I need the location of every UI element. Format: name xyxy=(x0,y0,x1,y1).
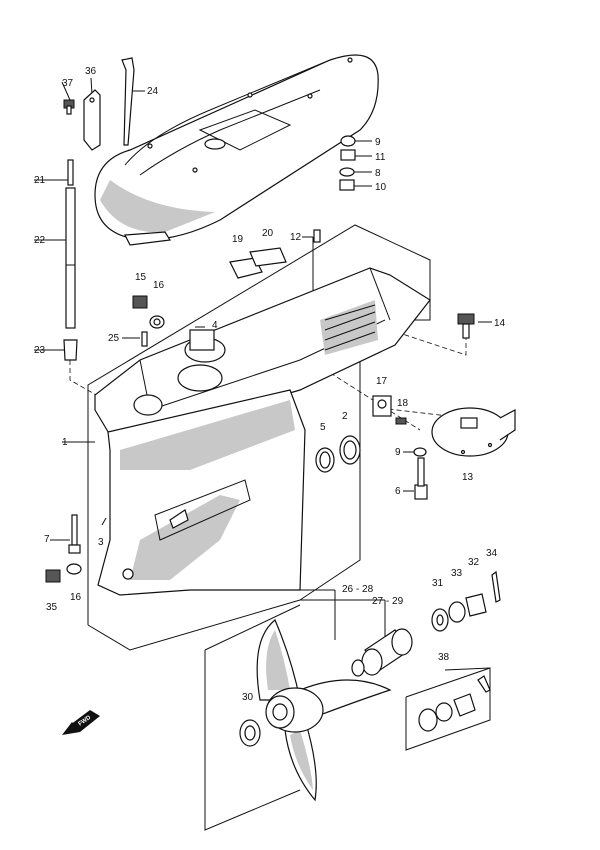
callout-26-28: 26 - 28 xyxy=(342,584,374,595)
fwd-arrow-icon: FWD xyxy=(62,710,100,735)
callout-6: 6 xyxy=(395,486,401,497)
part-8-washer xyxy=(339,167,355,177)
part-27-29-bushing xyxy=(351,628,413,677)
part-30-thrust-washer xyxy=(239,719,261,747)
callout-34: 34 xyxy=(486,548,498,559)
callout-16-top: 16 xyxy=(153,280,165,291)
part-9-washer-b xyxy=(413,447,427,457)
part-12-bolt xyxy=(313,229,321,243)
callout-17: 17 xyxy=(376,376,388,387)
part-37-screw xyxy=(63,99,75,115)
callout-11: 11 xyxy=(375,152,386,163)
callout-15: 15 xyxy=(135,272,147,283)
callout-1: 1 xyxy=(62,437,68,448)
part-34-pin xyxy=(491,570,501,603)
part-16-gasket-a xyxy=(149,315,165,329)
part-16-gasket-b xyxy=(66,563,82,575)
callout-12: 12 xyxy=(290,232,302,243)
callout-14: 14 xyxy=(494,318,506,329)
part-11-nut xyxy=(340,149,356,161)
callout-23: 23 xyxy=(34,345,46,356)
gear-case-upper xyxy=(94,267,431,436)
callout-13: 13 xyxy=(462,472,474,483)
callout-36: 36 xyxy=(85,66,97,77)
callout-24: 24 xyxy=(147,86,159,97)
callout-3: 3 xyxy=(98,537,104,548)
callout-22: 22 xyxy=(34,235,46,246)
part-2-seal xyxy=(339,435,361,465)
part-5-seal xyxy=(315,447,335,473)
part-3-pin xyxy=(101,517,107,526)
part-17-anode xyxy=(372,395,392,417)
callout-8: 8 xyxy=(375,168,381,179)
top-cover xyxy=(94,54,379,246)
callout-20: 20 xyxy=(262,228,274,239)
part-18-screw xyxy=(395,417,407,425)
callout-37: 37 xyxy=(62,78,74,89)
part-10-nut xyxy=(339,179,355,191)
callout-16-bottom: 16 xyxy=(70,592,82,603)
part-24-tie xyxy=(121,57,135,146)
part-33-washer xyxy=(448,601,466,623)
callout-labels: 1 2 3 4 5 6 7 8 9 9 10 11 12 13 14 15 16… xyxy=(34,66,506,703)
callout-10: 10 xyxy=(375,182,387,193)
assembly-frames xyxy=(87,224,491,831)
part-25-pin xyxy=(141,331,148,347)
callout-32: 32 xyxy=(468,557,480,568)
callout-27-29: 27 - 29 xyxy=(372,596,404,607)
callout-5: 5 xyxy=(320,422,326,433)
callout-4: 4 xyxy=(212,320,218,331)
propeller xyxy=(256,619,392,802)
part-13-trim-plate xyxy=(431,407,516,457)
callout-35: 35 xyxy=(46,602,58,613)
part-38-kit xyxy=(418,675,491,732)
callout-25: 25 xyxy=(108,333,120,344)
part-7-bolt xyxy=(68,514,81,554)
part-14-bolt xyxy=(457,313,475,339)
part-32-nut xyxy=(465,593,487,617)
part-36-clip xyxy=(83,89,101,151)
gear-case-lower xyxy=(97,389,306,596)
part-31-washer xyxy=(431,608,449,632)
callout-9-top: 9 xyxy=(375,137,381,148)
callout-18: 18 xyxy=(397,398,409,409)
callout-33: 33 xyxy=(451,568,463,579)
part-6-bolt xyxy=(414,457,428,500)
part-35-plug xyxy=(45,569,61,583)
part-9-washer-top xyxy=(340,135,356,147)
part-15-plug xyxy=(132,295,148,309)
callout-9-bottom: 9 xyxy=(395,447,401,458)
part-21-22-23-rod xyxy=(63,159,78,361)
callout-38: 38 xyxy=(438,652,450,663)
part-19-20-pads xyxy=(229,247,287,279)
callout-31: 31 xyxy=(432,578,444,589)
callout-21: 21 xyxy=(34,175,46,186)
callout-7: 7 xyxy=(44,534,50,545)
callout-2: 2 xyxy=(342,411,348,422)
callout-19: 19 xyxy=(232,234,244,245)
callout-30: 30 xyxy=(242,692,254,703)
